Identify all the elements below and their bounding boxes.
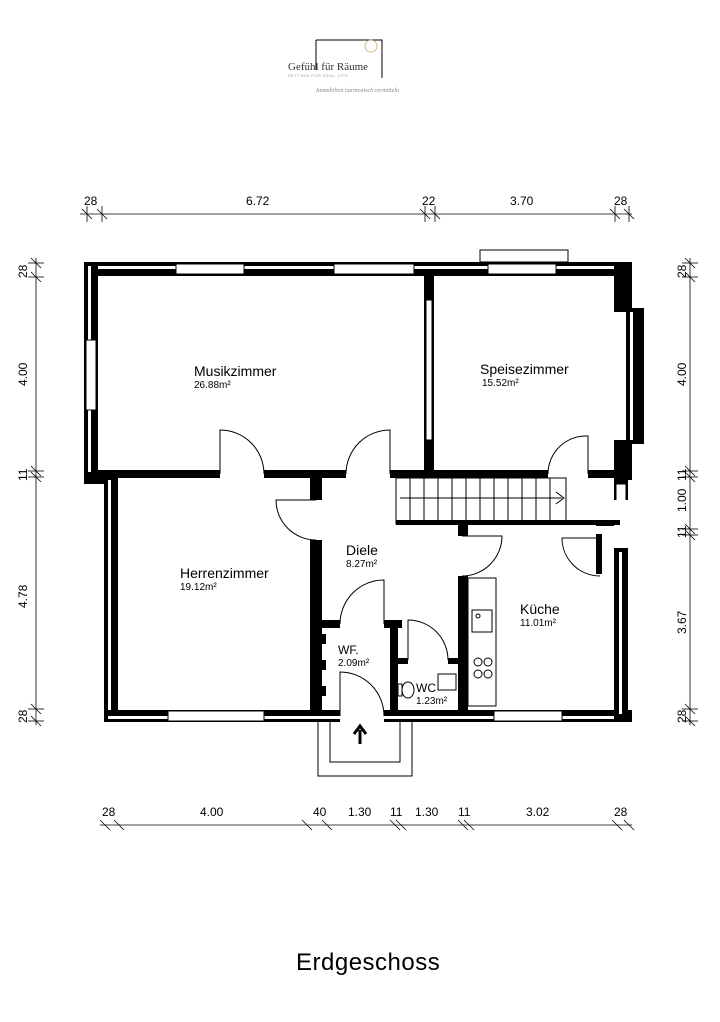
dim-right-5: 3.67 [675,610,689,634]
dim-top-2: 22 [422,194,436,208]
toilet-fixtures [316,634,457,699]
room-name-wf: WF. [338,643,359,657]
logo-brand: Gefühl für Räume [288,61,368,73]
dim-bottom-0: 28 [102,805,116,819]
floor-title: Erdgeschoss [296,949,440,976]
room-area-herrenzimmer: 19.12m² [180,582,217,593]
room-name-herrenzimmer: Herrenzimmer [180,565,269,581]
dim-bottom-5: 1.30 [415,805,439,819]
dim-bottom-6: 11 [458,805,471,819]
room-name-speisezimmer: Speisezimmer [480,361,569,377]
dim-bottom-8: 28 [614,805,628,819]
dim-top-3: 3.70 [510,194,534,208]
room-name-musikzimmer: Musikzimmer [194,363,277,379]
dim-right-1: 4.00 [675,362,689,386]
logo-subline: SETTING FOR REAL LIFE [288,73,348,78]
staircase [395,477,620,525]
dim-right-4: 11 [675,525,689,538]
dim-left-4: 28 [16,709,30,723]
room-area-wf: 2.09m² [338,658,370,669]
room-name-wc: WC [416,681,436,695]
dim-right-0: 28 [675,264,689,278]
room-area-speisezimmer: 15.52m² [482,378,519,389]
dim-bottom-4: 11 [390,805,403,819]
kitchen-counter [467,577,497,707]
dim-right-3: 1.00 [675,488,689,512]
room-name-diele: Diele [346,542,378,558]
dim-bottom-1: 4.00 [200,805,224,819]
dimension-lines [28,206,698,831]
doors [219,429,628,722]
logo-tagline: Immobilien harmonisch vermitteln [315,88,399,94]
entrance-step [317,722,413,777]
dim-top-1: 6.72 [246,194,270,208]
brand-logo: Gefühl für Räume SETTING FOR REAL LIFE I… [288,39,399,94]
dim-right-6: 28 [675,709,689,723]
dim-bottom-3: 1.30 [348,805,372,819]
room-area-diele: 8.27m² [346,559,378,570]
room-area-kueche: 11.01m² [520,618,557,629]
dim-top-4: 28 [614,194,628,208]
dim-left-2: 11 [16,468,30,481]
dim-left-0: 28 [16,264,30,278]
room-area-musikzimmer: 26.88m² [194,380,231,391]
dim-bottom-2: 40 [313,805,327,819]
dim-right-2: 11 [675,468,689,481]
dim-left-1: 4.00 [16,362,30,386]
dim-bottom-7: 3.02 [526,805,550,819]
room-name-kueche: Küche [520,601,560,617]
room-area-wc: 1.23m² [416,696,448,707]
dim-left-3: 4.78 [16,584,30,608]
dim-top-0: 28 [84,194,98,208]
